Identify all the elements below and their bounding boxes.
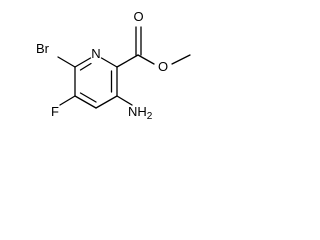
carbonyl-oxygen-label: O bbox=[133, 9, 143, 24]
amino-label-subscript: 2 bbox=[147, 111, 153, 122]
bond-c-ester-o bbox=[137, 54, 155, 65]
ester-oxygen-label: O bbox=[158, 59, 168, 74]
bond-c3-c4 bbox=[95, 95, 118, 109]
bond-n1-c6 bbox=[74, 57, 92, 68]
atom-labels: N Br F NH2 O O bbox=[36, 9, 168, 122]
nitrogen-label: N bbox=[91, 46, 100, 61]
double-bond-n1-c6-inner bbox=[79, 62, 92, 71]
amino-label: NH2 bbox=[128, 104, 153, 122]
bond-c3-nh2 bbox=[116, 95, 133, 106]
bond-c4-c5 bbox=[74, 95, 97, 109]
bond-n1-c2 bbox=[100, 57, 118, 68]
bond-ester-o-methyl bbox=[171, 54, 191, 65]
molecule-structure-diagram: N Br F NH2 O O bbox=[36, 9, 191, 122]
bond-c6-br bbox=[57, 56, 76, 68]
substituent-bonds bbox=[57, 26, 191, 106]
bromine-label: Br bbox=[36, 41, 50, 56]
amino-label-main: NH bbox=[128, 104, 147, 119]
bond-c2-ccarbonyl bbox=[116, 54, 139, 68]
pyridine-ring bbox=[74, 57, 118, 109]
bond-c5-f bbox=[59, 95, 76, 106]
fluorine-label: F bbox=[51, 104, 59, 119]
double-bond-c4-c5-inner bbox=[79, 92, 97, 103]
